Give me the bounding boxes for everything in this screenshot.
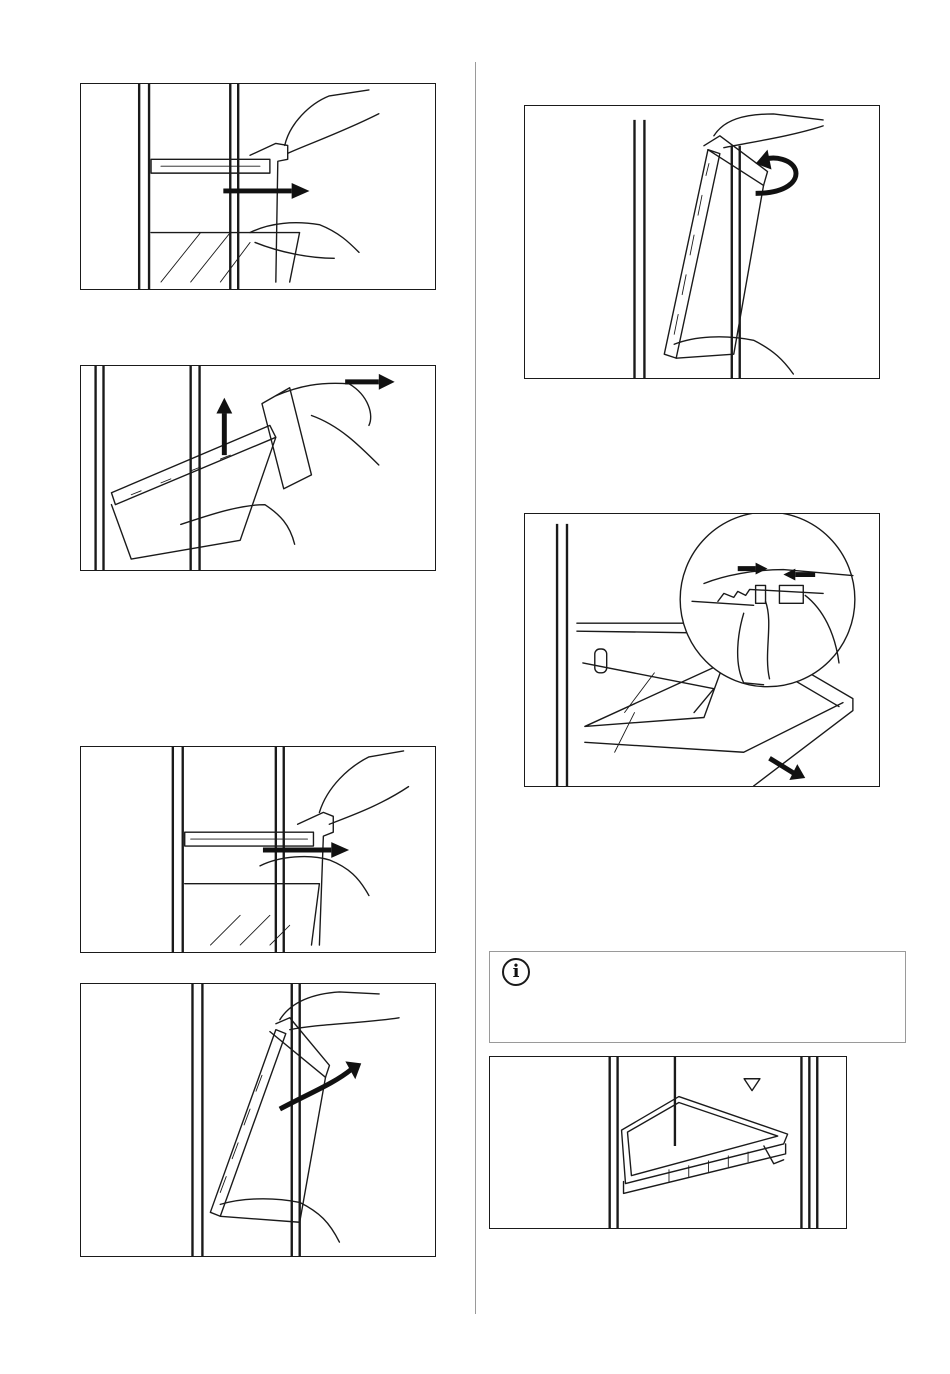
- note-box: i: [489, 951, 906, 1043]
- figure-rotate-door-shelf: [524, 105, 880, 379]
- figure-7-illustration: [490, 1057, 846, 1228]
- figure-remove-door-shelf-pull: [80, 83, 436, 290]
- info-icon: i: [502, 958, 530, 986]
- figure-tilt-door-shelf: [80, 983, 436, 1257]
- figure-refit-door-shelf: [80, 746, 436, 953]
- figure-remove-door-shelf-lift: [80, 365, 436, 571]
- figure-3-illustration: [81, 747, 435, 952]
- figure-glass-shelf: [489, 1056, 847, 1229]
- figure-2-illustration: [81, 366, 435, 570]
- figure-6-illustration: [525, 514, 879, 786]
- figure-5-illustration: [525, 106, 879, 378]
- column-divider: [475, 62, 476, 1314]
- figure-remove-drawer-detail: [524, 513, 880, 787]
- figure-1-illustration: [81, 84, 435, 289]
- figure-4-illustration: [81, 984, 435, 1256]
